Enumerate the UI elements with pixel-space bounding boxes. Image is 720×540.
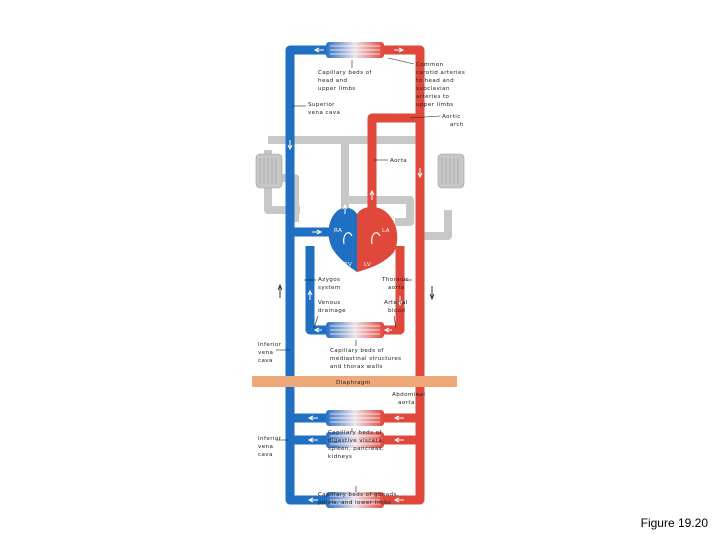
arrow-venous-drainage-icon: [307, 289, 313, 300]
arrow-arterial-blood-icon: [397, 296, 403, 307]
arrow-digestive-lower-out-icon: [307, 437, 318, 443]
label-lv: LV: [364, 262, 371, 268]
label-inferior-vena-cava-lower: Inferior vena cava: [258, 436, 284, 458]
arrow-gonads-in-icon: [393, 497, 404, 503]
label-capillary-digestive: Capillary beds of digestive viscera, spl…: [328, 430, 386, 460]
capillary-bed-gonads: [326, 492, 384, 508]
arrow-gonads-out-icon: [307, 497, 318, 503]
capillary-bed-digestive-lower: [326, 432, 384, 448]
label-common-carotid: Common carotid arteries to head and subc…: [416, 62, 467, 108]
label-capillary-mediastinal: Capillary beds of mediastinal structures…: [330, 348, 404, 370]
capillary-bed-mediastinal: [326, 322, 384, 338]
figure-caption: Figure 19.20: [640, 516, 708, 530]
label-superior-vena-cava: Superior vena cava: [308, 102, 340, 116]
arrow-superior-return-icon: [312, 229, 323, 235]
label-diaphragm: Diaphragm: [336, 380, 371, 386]
arrow-ascending-aorta-icon: [369, 189, 375, 200]
label-aortic-arch: Aortic arch: [442, 114, 464, 128]
heart-right-side: [328, 207, 357, 272]
label-capillary-head: Capillary beds of head and upper limbs: [318, 70, 374, 92]
arrow-digestive-upper-out-icon: [307, 415, 318, 421]
heart: [328, 206, 398, 272]
label-aorta: Aorta: [390, 158, 407, 164]
arrow-digestive-lower-in-icon: [393, 437, 404, 443]
flow-arrows: [287, 47, 423, 503]
capillary-bed-digestive-upper: [326, 410, 384, 426]
label-venous-drainage: Venous drainage: [318, 300, 346, 314]
arrow-ra-loop-icon: [342, 203, 348, 214]
venous-vessels: [285, 45, 330, 505]
label-abdominal-aorta: Abdominal aorta: [392, 392, 428, 406]
arrow-head-top-left-icon: [313, 47, 324, 53]
label-arterial-blood: Arterial blood: [384, 300, 410, 314]
label-ra: RA: [334, 228, 342, 234]
label-azygos: Azygos system: [318, 277, 343, 291]
direction-arrows-outside: [277, 283, 435, 301]
down-arrow-icon: [429, 286, 435, 301]
diaphragm-band: [252, 376, 457, 387]
heart-left-side: [357, 206, 398, 272]
arrow-head-top-right-icon: [394, 47, 405, 53]
up-arrow-icon: [277, 283, 283, 298]
capillary-bed-head: [326, 42, 384, 58]
arrow-head-return-icon: [287, 140, 293, 151]
arrow-mediastinal-in-icon: [383, 327, 392, 333]
arrow-mediastinal-out-icon: [313, 327, 322, 333]
leader-lines: [276, 57, 441, 492]
lung-capillaries-left: [255, 153, 283, 189]
label-inferior-vena-cava-upper: Inferior vena cava: [258, 342, 284, 364]
label-la: LA: [382, 228, 390, 234]
lung-capillaries-right: [437, 153, 465, 189]
label-thoracic-aorta: Thoracic aorta: [381, 277, 411, 291]
label-rv: RV: [344, 262, 352, 268]
label-capillary-gonads: Capillary beds of gonads, pelvis, and lo…: [318, 492, 401, 506]
arrow-aortic-icon: [417, 168, 423, 179]
arrow-digestive-upper-in-icon: [393, 415, 404, 421]
